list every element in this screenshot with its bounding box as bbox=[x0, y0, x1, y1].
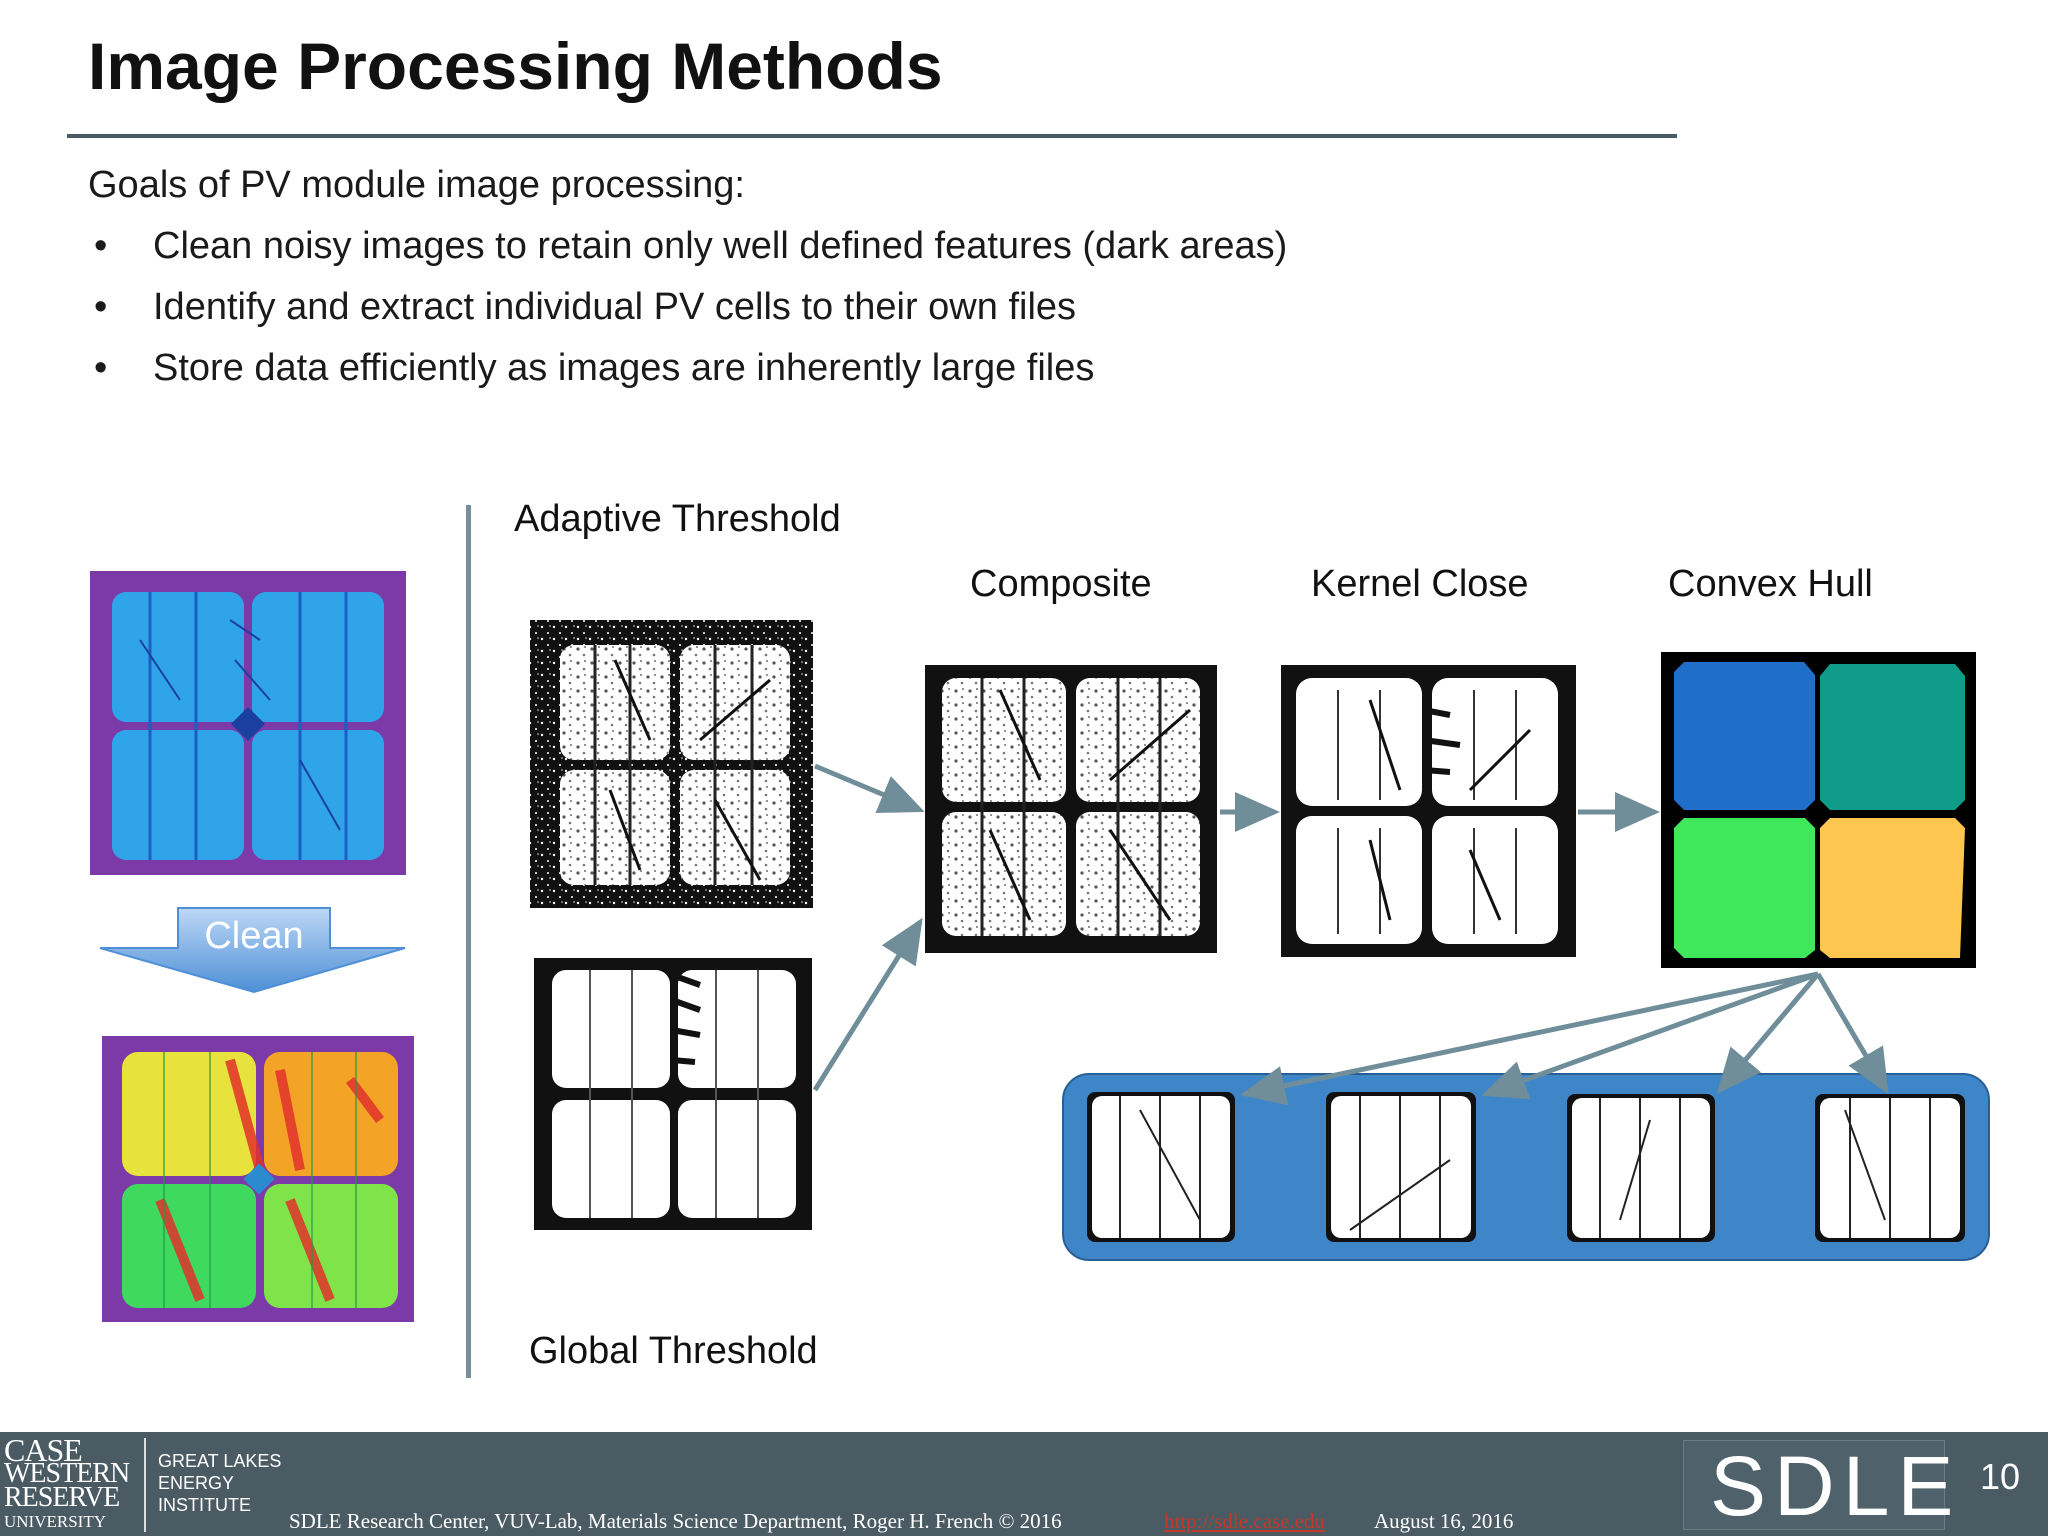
page-number: 10 bbox=[1980, 1456, 2021, 1497]
arrow-hull-to-cell-1 bbox=[1240, 971, 1819, 1106]
clean-arrow bbox=[99, 907, 406, 994]
logo-reserve: RESERVE bbox=[4, 1482, 120, 1513]
goal-text: Identify and extract individual PV cells… bbox=[153, 286, 1077, 328]
bullet-icon: • bbox=[94, 347, 108, 389]
logo-divider bbox=[144, 1438, 146, 1532]
kernel-close-label: Kernel Close bbox=[1311, 563, 1529, 605]
composite-label: Composite bbox=[970, 563, 1152, 605]
institute-logo: GREAT LAKES ENERGY INSTITUTE bbox=[158, 1450, 281, 1516]
global-threshold-image bbox=[534, 958, 812, 1230]
title-rule bbox=[67, 134, 1677, 138]
institute-line-1: GREAT LAKES bbox=[158, 1451, 282, 1471]
footer-link[interactable]: http://sdle.case.edu bbox=[1164, 1509, 1325, 1533]
institute-line-2: ENERGY bbox=[158, 1473, 235, 1493]
bullet-icon: • bbox=[94, 286, 108, 328]
goal-text: Clean noisy images to retain only well d… bbox=[153, 225, 1288, 267]
cleaned-module-image bbox=[102, 1036, 414, 1322]
extracted-cells-panel bbox=[1062, 1073, 1990, 1261]
extracted-cell-1 bbox=[1087, 1092, 1235, 1242]
footer-credits: SDLE Research Center, VUV-Lab, Materials… bbox=[289, 1509, 1062, 1533]
extracted-cell-4 bbox=[1815, 1094, 1965, 1242]
adaptive-threshold-image bbox=[530, 620, 813, 908]
section-divider bbox=[466, 505, 471, 1378]
bullet-icon: • bbox=[94, 225, 108, 267]
footer-bar: CASE WESTERN RESERVE UNIVERSITY GREAT LA… bbox=[0, 1432, 2048, 1536]
goal-item: • Identify and extract individual PV cell… bbox=[88, 286, 1287, 329]
arrow-hull-to-cell-3 bbox=[1716, 972, 1820, 1094]
footer-date: August 16, 2016 bbox=[1374, 1509, 1514, 1533]
convex-hull-label: Convex Hull bbox=[1668, 563, 1873, 605]
hull-cell-3 bbox=[1674, 818, 1815, 958]
goals-heading: Goals of PV module image processing: bbox=[88, 164, 745, 206]
brand-box bbox=[1683, 1440, 1945, 1530]
university-logo: CASE WESTERN RESERVE UNIVERSITY bbox=[4, 1432, 130, 1534]
global-threshold-label: Global Threshold bbox=[529, 1330, 818, 1372]
logo-western: WESTERN bbox=[4, 1458, 130, 1489]
slide-title: Image Processing Methods bbox=[88, 29, 943, 103]
arrow-hull-to-cell-2 bbox=[1481, 971, 1819, 1100]
goals-block: Goals of PV module image processing: • Cl… bbox=[88, 164, 1287, 390]
logo-case: CASE bbox=[4, 1432, 83, 1468]
hull-cell-4 bbox=[1820, 818, 1965, 958]
flow-arrows bbox=[812, 763, 1889, 1106]
arrow-hull-to-cell-4 bbox=[1815, 972, 1889, 1095]
brand-logo: SDLE bbox=[1710, 1439, 1962, 1533]
institute-line-3: INSTITUTE bbox=[158, 1495, 251, 1515]
extracted-cell-2 bbox=[1326, 1092, 1476, 1242]
goal-text: Store data efficiently as images are inh… bbox=[153, 347, 1095, 389]
adaptive-threshold-label: Adaptive Threshold bbox=[514, 498, 841, 540]
arrow-adaptive-to-composite bbox=[814, 763, 925, 813]
hull-cell-1 bbox=[1674, 662, 1815, 810]
convex-hull-image bbox=[1661, 652, 1976, 968]
goal-item: • Clean noisy images to retain only well … bbox=[88, 225, 1287, 268]
logo-university: UNIVERSITY bbox=[4, 1512, 106, 1531]
clean-label: Clean bbox=[204, 915, 304, 957]
process-diagram bbox=[90, 571, 1990, 1322]
original-module-image bbox=[90, 571, 406, 875]
composite-image bbox=[925, 665, 1217, 953]
extracted-cell-3 bbox=[1567, 1094, 1715, 1242]
goals-list: • Clean noisy images to retain only well … bbox=[88, 225, 1287, 390]
kernel-close-image bbox=[1281, 665, 1576, 957]
hull-cell-2 bbox=[1820, 664, 1965, 810]
arrow-global-to-composite bbox=[812, 917, 923, 1092]
goal-item: • Store data efficiently as images are in… bbox=[88, 347, 1287, 390]
